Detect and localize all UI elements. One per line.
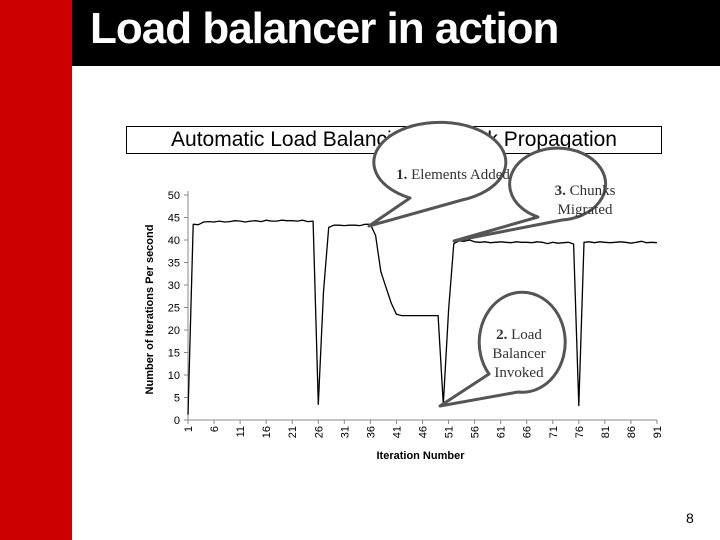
series-line-1 (187, 219, 658, 415)
callout-elements-added-text: 1. Elements Added (395, 166, 511, 185)
y-tick-label: 40 (168, 235, 180, 247)
callout-1-number: 1. (396, 167, 408, 183)
x-tick-label: 71 (548, 426, 560, 438)
callout-load-balancer-text: 2. Load Balancer Invoked (482, 326, 556, 383)
y-tick-label: 30 (168, 280, 180, 292)
y-tick-label: 0 (174, 415, 180, 427)
y-axis-label: Number of Iterations Per second (144, 225, 156, 395)
x-tick-label: 76 (574, 426, 586, 438)
y-tick-label: 35 (168, 258, 180, 270)
x-tick-label: 66 (522, 426, 534, 438)
x-tick-label: 36 (365, 426, 377, 438)
y-tick-label: 25 (168, 303, 180, 315)
callout-3-label: Chunks Migrated (557, 183, 616, 218)
x-tick-label: 81 (600, 426, 612, 438)
y-tick-label: 50 (168, 190, 180, 202)
x-tick-label: 46 (418, 426, 430, 438)
callout-1-label: Elements Added (411, 167, 510, 183)
x-tick-label: 86 (626, 426, 638, 438)
x-tick-label: 6 (209, 426, 221, 432)
callout-bubble-elements-added (367, 120, 508, 228)
callout-bubble-chunks-migrated (452, 146, 608, 243)
x-tick-label: 51 (444, 426, 456, 438)
x-tick-label: 21 (287, 426, 299, 438)
x-tick-label: 1 (183, 426, 195, 432)
slide-title: Load balancer in action (90, 4, 559, 53)
y-tick-label: 5 (174, 393, 180, 405)
x-tick-label: 16 (261, 426, 273, 438)
y-tick-label: 45 (168, 213, 180, 225)
left-accent-red (0, 0, 72, 540)
y-tick-label: 20 (168, 325, 180, 337)
x-axis-label: Iteration Number (376, 450, 465, 462)
header-bar (72, 0, 720, 66)
callout-2-label: Load Balancer Invoked (492, 327, 546, 381)
y-tick-label: 15 (168, 348, 180, 360)
callout-bubble-load-balancer (438, 290, 567, 408)
x-tick-label: 61 (496, 426, 508, 438)
y-tick-label: 10 (168, 370, 180, 382)
x-tick-label: 41 (391, 426, 403, 438)
callout-3-number: 3. (554, 183, 566, 199)
callout-chunks-migrated-text: 3. Chunks Migrated (542, 182, 628, 220)
x-tick-label: 91 (652, 426, 664, 438)
x-tick-label: 11 (235, 426, 247, 437)
x-tick-label: 56 (470, 426, 482, 438)
page-number: 8 (686, 510, 694, 526)
x-tick-label: 31 (339, 426, 351, 438)
x-tick-label: 26 (313, 426, 325, 438)
callout-2-number: 2. (496, 327, 508, 343)
